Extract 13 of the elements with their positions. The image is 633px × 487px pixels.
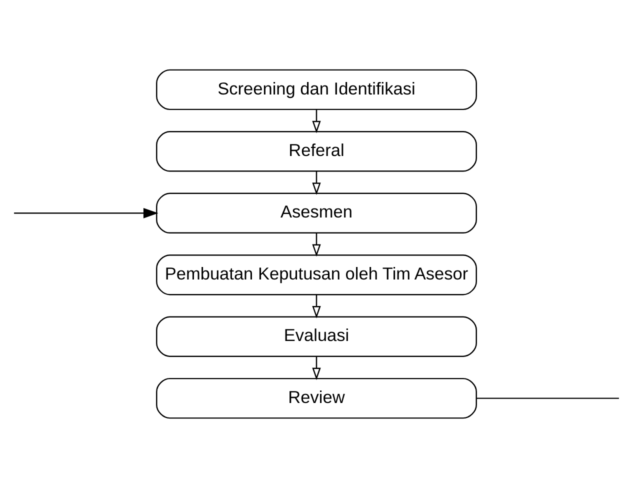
arrow — [312, 356, 321, 380]
node-box: Evaluasi — [156, 316, 477, 356]
connector — [476, 397, 619, 398]
arrow — [312, 232, 321, 256]
arrow — [312, 109, 321, 133]
arrow — [312, 294, 321, 318]
node-box: Review — [156, 377, 477, 418]
node-box: Asesmen — [156, 192, 477, 233]
node-box: Screening dan Identifikasi — [156, 68, 477, 110]
node-box: Referal — [156, 130, 477, 172]
arrow — [14, 207, 158, 218]
node-box: Pembuatan Keputusan oleh Tim Asesor — [156, 254, 477, 295]
arrow — [312, 170, 321, 194]
